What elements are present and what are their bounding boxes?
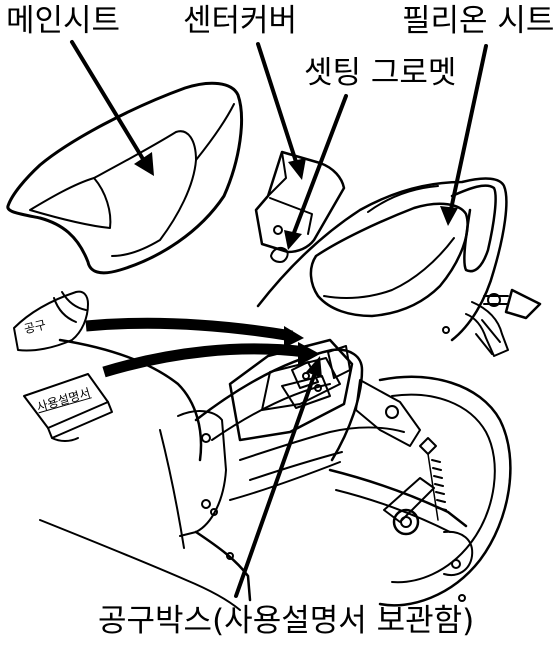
main-seat-label: 메인시트 xyxy=(6,6,120,37)
main-seat xyxy=(8,83,242,273)
pillion-seat-label: 필리온 시트 xyxy=(402,6,554,37)
setting-grommet-label: 셋팅 그로멧 xyxy=(304,58,456,89)
center-cover-label: 센터커버 xyxy=(183,6,297,37)
tool-box-label: 공구박스(사용설명서 보관함) xyxy=(98,606,474,637)
